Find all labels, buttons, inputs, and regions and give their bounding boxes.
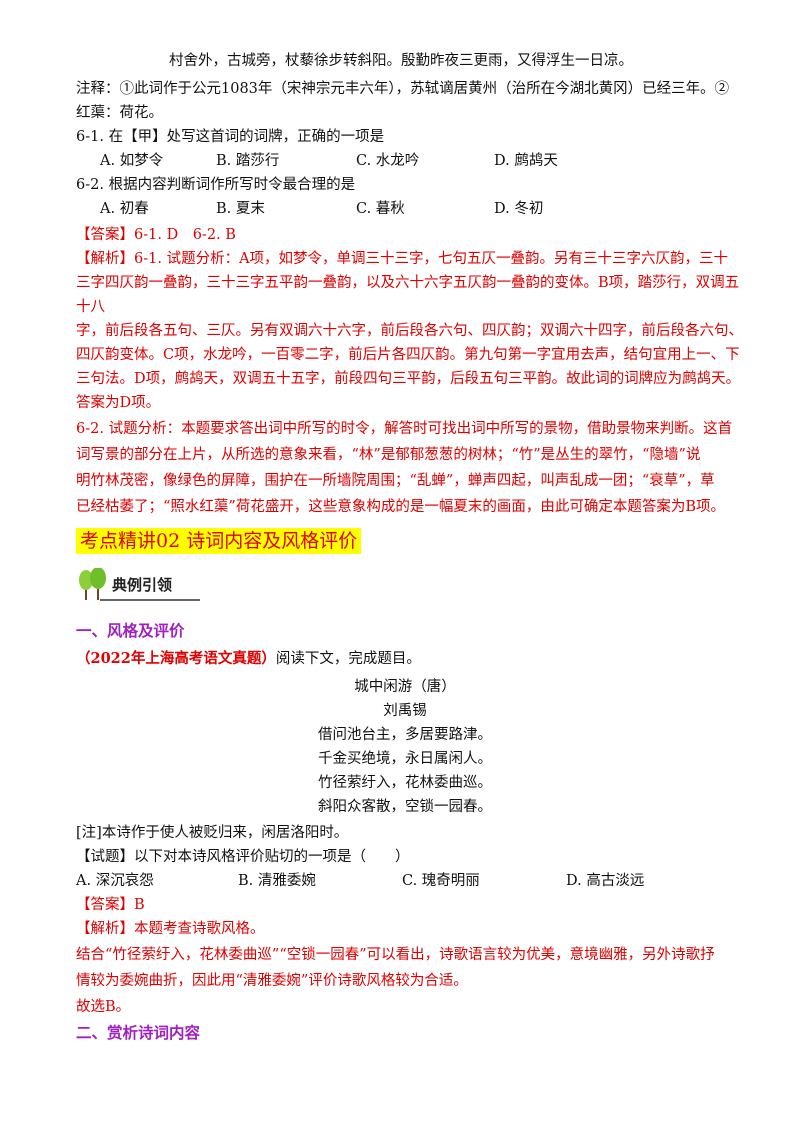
question-line: 【试题】以下对本诗风格评价贴切的一项是（ ）: [76, 849, 410, 865]
example-banner: [76, 567, 200, 602]
poem-title: 城中闲游（唐）: [354, 679, 456, 695]
q1-option-d: D. 鹧鸪天: [494, 153, 558, 169]
analysis-line: 十八: [76, 299, 105, 315]
poem-author: 刘禹锡: [383, 703, 427, 719]
analysis-line: 三句法。D项，鹧鸪天，双调五十五字，前段四句三平韵，后段五句三平韵。故此词的词牌…: [76, 371, 741, 387]
analysis-line: 已经枯萎了；“照水红蕖”荷花盛开，这些意象构成的是一幅夏末的画面，由此可确定本题…: [76, 499, 725, 515]
analysis-line: 【解析】6-1. 试题分析：A项，如梦令，单调三十三字，七句五仄一叠韵。另有三十…: [76, 251, 729, 267]
tree-icon: [79, 567, 106, 600]
poem-last-line: 村舍外，古城旁，杖藜徐步转斜阳。殷勤昨夜三更雨，又得浮生一日凉。: [169, 53, 633, 69]
q2-option-d: D. 冬初: [494, 201, 544, 217]
analysis-line: 结合“竹径萦纡入，花林委曲巡”“空锁一园春”可以看出，诗歌语言较为优美，意境幽雅…: [76, 947, 715, 963]
analysis-line: 三字四仄韵一叠韵，三十三字五平韵一叠韵，以及六十六字五仄韵一叠韵的变体。B项，踏…: [76, 275, 740, 291]
question-6-2: 6-2. 根据内容判断词作所写时令最合理的是: [76, 177, 356, 193]
option-a: A. 深沉哀怨: [76, 873, 154, 889]
poem-line: 竹径萦纡入，花林委曲巡。: [318, 775, 492, 791]
banner-underline: [100, 599, 200, 601]
poem-note: [注]本诗作于使人被贬归来，闲居洛阳时。: [76, 825, 349, 841]
answer-line-2: 【答案】B: [76, 897, 145, 913]
note-line-2: 红蕖：荷花。: [76, 105, 163, 121]
section-heading: 考点精讲02 诗词内容及风格评价: [76, 528, 362, 554]
analysis-line: 字，前后段各五句、三仄。另有双调六十六字，前后段各六句、四仄韵；双调六十四字，前…: [76, 323, 743, 339]
analysis-line: 词写景的部分在上片，从所选的意象来看，“林”是郁郁葱葱的树林；“竹”是丛生的翠竹…: [76, 447, 701, 463]
option-b: B. 清雅委婉: [238, 873, 316, 889]
note-line-1: 注释：①此词作于公元1083年（宋神宗元丰六年），苏轼谪居黄州（治所在今湖北黄冈…: [76, 81, 730, 97]
part1-heading: 一、风格及评价: [76, 621, 185, 640]
q1-option-c: C. 水龙吟: [356, 153, 420, 169]
analysis-line: 明竹林茂密，像绿色的屏障，围护在一所墙院周围；“乱蝉”，蝉声四起，叫声乱成一团；…: [76, 473, 715, 489]
banner-label: 典例引领: [112, 576, 173, 594]
q1-option-a: A. 如梦令: [100, 153, 164, 169]
analysis-line: 四仄韵变体。C项，水龙吟，一百零二字，前后片各四仄韵。第九句第一字宜用去声，结句…: [76, 347, 740, 363]
exam-source: （2022年上海高考语文真题）: [76, 650, 276, 667]
q2-option-b: B. 夏末: [216, 201, 265, 217]
option-c: C. 瑰奇明丽: [402, 873, 480, 889]
analysis-line: 情较为委婉曲折，因此用“清雅委婉”评价诗歌风格较为合适。: [76, 973, 468, 989]
q1-option-b: B. 踏莎行: [216, 153, 280, 169]
q2-option-a: A. 初春: [100, 201, 149, 217]
part2-heading: 二、赏析诗词内容: [76, 1023, 201, 1042]
q2-option-c: C. 暮秋: [356, 201, 405, 217]
option-d: D. 高古淡远: [566, 873, 645, 889]
analysis-line: 故选B。: [76, 999, 131, 1015]
question-6-1: 6-1. 在【甲】处写这首词的词牌，正确的一项是: [76, 129, 385, 145]
analysis-line: 答案为D项。: [76, 395, 161, 411]
answer-line: 【答案】6-1. D 6-2. B: [76, 227, 236, 243]
analysis-head: 【解析】本题考查诗歌风格。: [76, 921, 265, 937]
poem-line: 斜阳众客散，空锁一园春。: [318, 799, 492, 815]
analysis-line: 6-2. 试题分析：本题要求答出词中所写的时令，解答时可找出词中所写的景物，借助…: [76, 421, 733, 437]
source-line: （2022年上海高考语文真题）阅读下文，完成题目。: [76, 648, 726, 670]
poem-line: 借问池台主，多居要路津。: [318, 727, 492, 743]
instruction: 阅读下文，完成题目。: [275, 651, 421, 667]
poem-line: 千金买绝境，永日属闲人。: [318, 751, 492, 767]
